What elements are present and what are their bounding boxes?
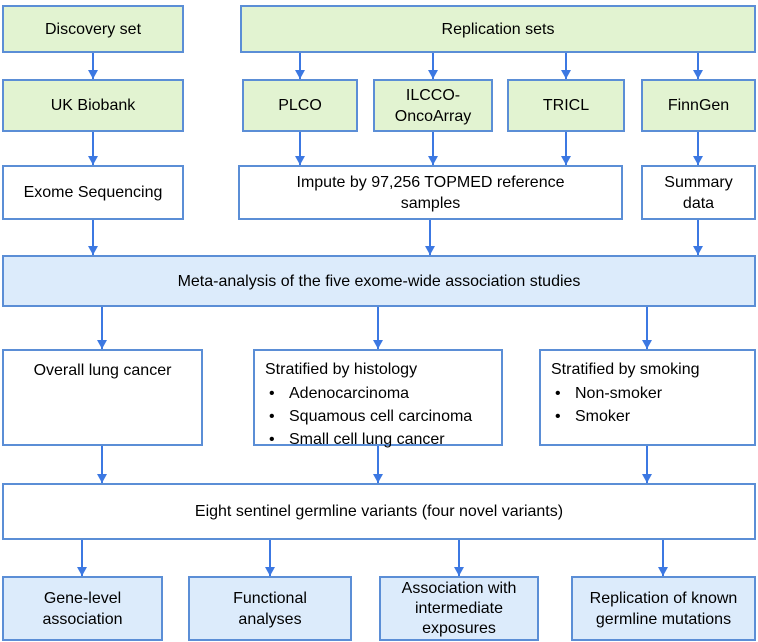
node-impute-topmed: Impute by 97,256 TOPMED reference sample…	[238, 165, 623, 220]
histology-bullet-small-cell: Small cell lung cancer	[265, 428, 472, 451]
node-overall-lung-cancer: Overall lung cancer	[2, 349, 203, 446]
node-overall-lung-cancer-label: Overall lung cancer	[33, 362, 172, 379]
node-exome-sequencing-label: Exome Sequencing	[23, 184, 163, 201]
node-meta-analysis-label: Meta-analysis of the five exome-wide ass…	[177, 272, 581, 290]
arrow-discovery-to-uk-biobank	[88, 53, 98, 79]
arrow-ilcco-to-impute	[428, 132, 438, 165]
node-functional-analyses-label: Functional analyses	[233, 589, 307, 628]
node-intermediate-exposures-label: Association with intermediate exposures	[401, 579, 517, 637]
arrow-replication-to-ilcco	[428, 53, 438, 79]
node-stratified-smoking-title: Stratified by smoking	[551, 361, 700, 378]
smoking-bullet-list: Non-smoker Smoker	[551, 382, 662, 428]
histology-bullet-adenocarcinoma: Adenocarcinoma	[265, 382, 472, 405]
arrow-plco-to-impute	[295, 132, 305, 165]
node-stratified-histology: Stratified by histology Adenocarcinoma S…	[253, 349, 503, 448]
smoking-bullet-smoker: Smoker	[551, 405, 662, 428]
smoking-bullet-non-smoker: Non-smoker	[551, 382, 662, 405]
histology-bullet-list: Adenocarcinoma Squamous cell carcinoma S…	[265, 382, 472, 451]
node-finngen-label: FinnGen	[667, 97, 730, 114]
node-summary-data-label: Summary data	[664, 173, 733, 212]
arrow-meta-to-overall	[97, 307, 107, 349]
arrow-exome-to-meta	[88, 220, 98, 255]
node-uk-biobank-label: UK Biobank	[50, 97, 136, 114]
arrow-tricl-to-impute	[561, 132, 571, 165]
node-finngen: FinnGen	[641, 79, 756, 132]
node-exome-sequencing: Exome Sequencing	[2, 165, 184, 220]
node-stratified-smoking: Stratified by smoking Non-smoker Smoker	[539, 349, 756, 446]
arrow-impute-to-meta	[425, 220, 435, 255]
arrow-sentinel-to-gene-level	[77, 540, 87, 576]
arrow-sentinel-to-intermediate	[454, 540, 464, 576]
node-known-germline-mutations-label: Replication of known germline mutations	[589, 589, 738, 628]
arrow-replication-to-tricl	[561, 53, 571, 79]
node-tricl: TRICL	[507, 79, 625, 132]
node-discovery-set: Discovery set	[2, 5, 184, 53]
node-stratified-histology-title: Stratified by histology	[265, 361, 418, 378]
node-impute-topmed-label: Impute by 97,256 TOPMED reference sample…	[296, 173, 565, 212]
node-plco-label: PLCO	[278, 97, 322, 114]
arrow-finngen-to-summary	[693, 132, 703, 165]
arrow-replication-to-plco	[295, 53, 305, 79]
node-ilcco-oncoarray: ILCCO-OncoArray	[373, 79, 493, 132]
arrow-smoking-to-sentinel	[642, 446, 652, 483]
node-known-germline-mutations: Replication of known germline mutations	[571, 576, 756, 641]
arrow-meta-to-histology	[373, 307, 383, 349]
histology-bullet-squamous: Squamous cell carcinoma	[265, 405, 472, 428]
arrow-summary-to-meta	[693, 220, 703, 255]
node-uk-biobank: UK Biobank	[2, 79, 184, 132]
node-intermediate-exposures: Association with intermediate exposures	[379, 576, 539, 641]
node-gene-level-association: Gene-level association	[2, 576, 163, 641]
node-sentinel-variants: Eight sentinel germline variants (four n…	[2, 483, 756, 540]
arrow-sentinel-to-known	[658, 540, 668, 576]
arrow-meta-to-smoking	[642, 307, 652, 349]
node-replication-sets-label: Replication sets	[441, 20, 555, 38]
node-replication-sets: Replication sets	[240, 5, 756, 53]
node-summary-data: Summary data	[641, 165, 756, 220]
node-gene-level-association-label: Gene-level association	[42, 589, 123, 628]
arrow-replication-to-finngen	[693, 53, 703, 79]
arrow-histology-to-sentinel	[373, 446, 383, 483]
node-tricl-label: TRICL	[542, 97, 590, 114]
arrow-overall-to-sentinel	[97, 446, 107, 483]
arrow-uk-biobank-to-exome	[88, 132, 98, 165]
node-plco: PLCO	[242, 79, 358, 132]
node-functional-analyses: Functional analyses	[188, 576, 352, 641]
node-discovery-set-label: Discovery set	[44, 20, 142, 38]
node-ilcco-oncoarray-label: ILCCO-OncoArray	[394, 86, 472, 125]
node-meta-analysis: Meta-analysis of the five exome-wide ass…	[2, 255, 756, 307]
node-sentinel-variants-label: Eight sentinel germline variants (four n…	[194, 503, 564, 520]
arrow-sentinel-to-functional	[265, 540, 275, 576]
